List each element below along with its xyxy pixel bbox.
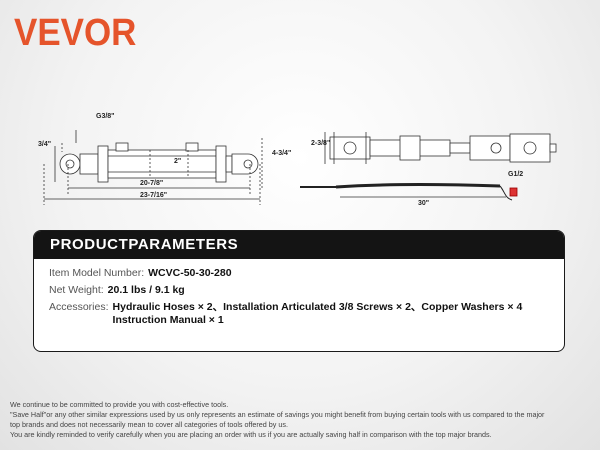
width-label: 2-3/8" (311, 140, 331, 147)
hydraulic-cylinder-drawing (59, 142, 259, 183)
disclaimer-line: We continue to be committed to provide y… (10, 400, 229, 409)
param-row-accessories: Accessories: Hydraulic Hoses × 2、Install… (49, 301, 564, 327)
param-value: WCVC-50-30-280 (148, 267, 232, 279)
hose-length-label: 30" (418, 200, 430, 207)
vevor-logo: VEVOR (14, 12, 137, 54)
product-parameters-card: PRODUCTPARAMETERS Item Model Number: WCV… (33, 230, 565, 352)
total-length-label: 23-7/16" (140, 192, 168, 199)
param-label: Accessories: (49, 301, 109, 313)
cylinder-dimension-diagram (43, 130, 557, 205)
port-size-label: G3/8" (96, 113, 115, 120)
param-value: Hydraulic Hoses × 2、Installation Articul… (112, 301, 523, 326)
param-label: Net Weight: (49, 284, 104, 296)
disclaimer-line: top brands and does not necessarily mean… (10, 420, 288, 429)
disclaimer-line: "Save Half"or any other similar expressi… (10, 410, 545, 419)
pin-hole-label: 3/4" (38, 141, 52, 148)
retracted-length-label: 20-7/8" (140, 180, 164, 187)
param-value: 20.1 lbs / 9.1 kg (107, 284, 185, 296)
hose-fitting-label: G1/2 (508, 171, 524, 178)
height-label: 4-3/4" (272, 150, 292, 157)
param-row-weight: Net Weight: 20.1 lbs / 9.1 kg (49, 284, 564, 297)
param-row-model: Item Model Number: WCVC-50-30-280 (49, 267, 564, 280)
stroke-label: 2" (174, 158, 182, 165)
param-label: Item Model Number: (49, 267, 145, 279)
product-parameters-title: PRODUCTPARAMETERS (34, 231, 564, 259)
disclaimer-line: You are kindly reminded to verify carefu… (10, 430, 492, 439)
disclaimer-text: We continue to be committed to provide y… (10, 400, 595, 440)
